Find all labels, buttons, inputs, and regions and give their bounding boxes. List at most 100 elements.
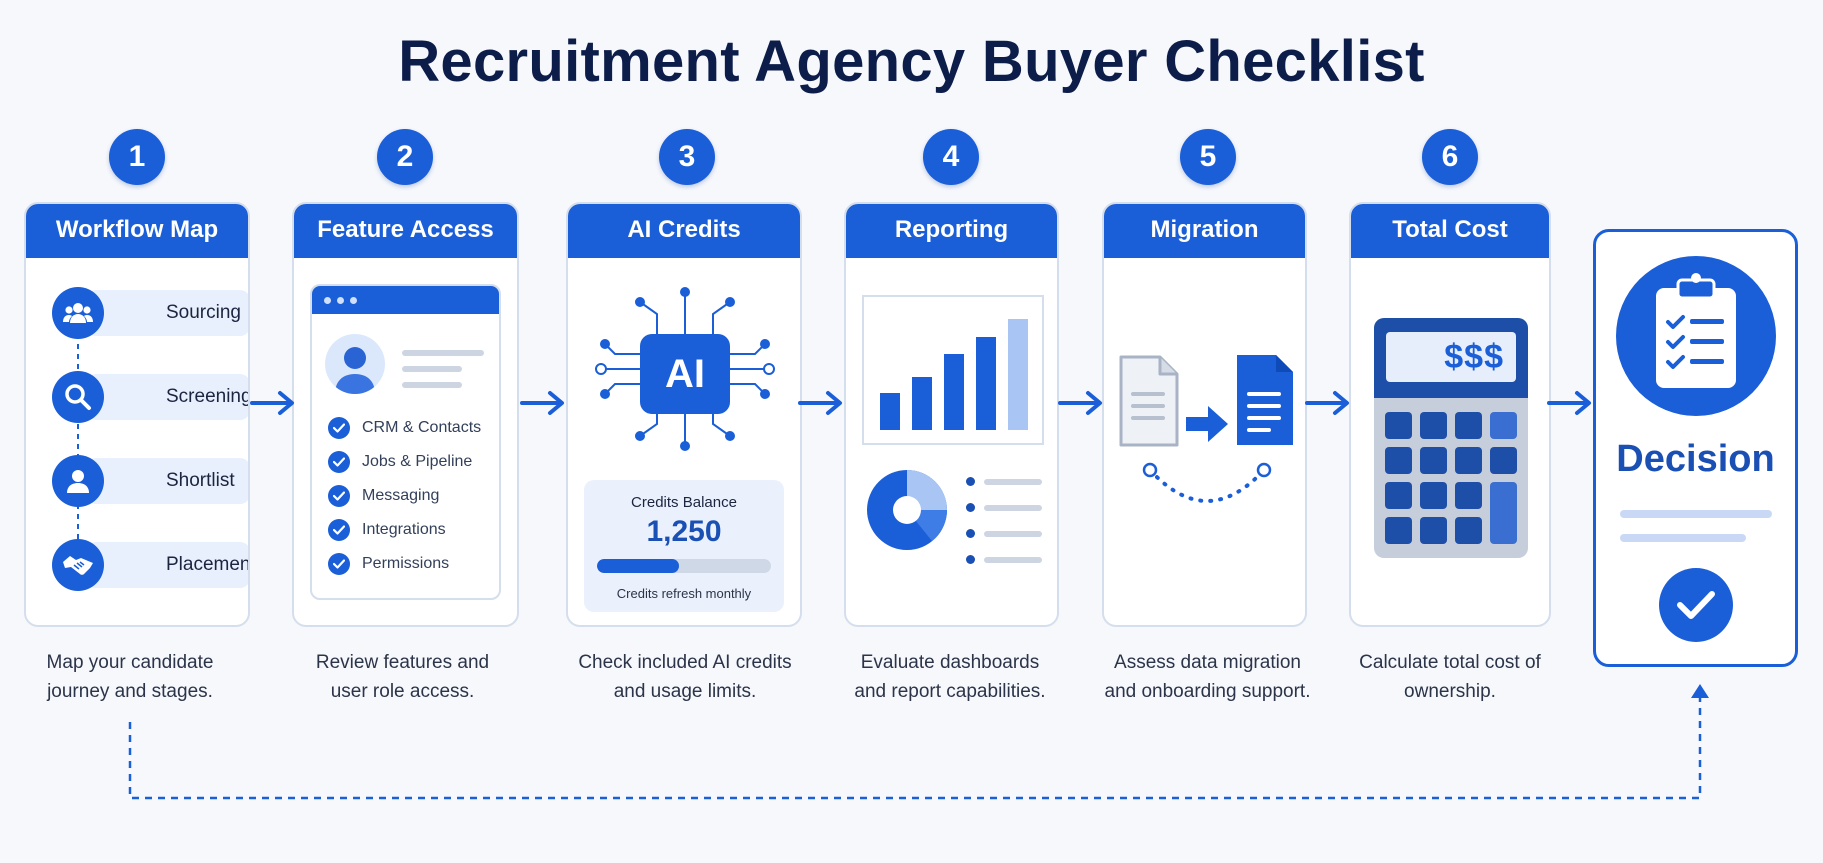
calculator-key [1385, 482, 1412, 509]
calculator-display: $$$ [1386, 332, 1516, 382]
placeholder-line [402, 350, 484, 356]
user-icon [52, 455, 104, 507]
credits-balance-panel: Credits Balance 1,250 Credits refresh mo… [584, 480, 784, 612]
calculator-key [1455, 517, 1482, 544]
check-icon [328, 451, 350, 473]
step-6-caption: Calculate total cost of ownership. [1340, 648, 1560, 706]
stage-connector [77, 314, 79, 564]
calculator-key [1385, 412, 1412, 439]
reporting-card: Reporting [844, 202, 1059, 627]
stage-label: Sourcing [166, 302, 241, 323]
arrow-right-icon [250, 391, 294, 415]
placeholder-line [1620, 534, 1746, 542]
placeholder-line [402, 382, 462, 388]
stage-label: Shortlist [166, 470, 235, 491]
arrow-right-icon [1186, 406, 1228, 442]
check-icon [1659, 568, 1733, 642]
browser-window-icon [310, 284, 501, 600]
credits-progress-track [597, 559, 771, 573]
users-icon [52, 287, 104, 339]
workflow-map-card: Workflow Map Sourcing Screening Shortlis… [24, 202, 250, 627]
caption-line: ownership. [1404, 681, 1496, 702]
caption-line: Map your candidate [46, 652, 214, 673]
caption-line: Calculate total cost of [1359, 652, 1541, 673]
total-cost-card: Total Cost $$$ [1349, 202, 1551, 627]
stage-screening: Screening [86, 374, 250, 420]
calculator-key-tall [1490, 482, 1517, 544]
check-icon [328, 417, 350, 439]
step-3-caption: Check included AI credits and usage limi… [560, 648, 810, 706]
step-4-caption: Evaluate dashboards and report capabilit… [835, 648, 1065, 706]
arrow-right-icon [520, 391, 564, 415]
decision-label: Decision [1616, 438, 1775, 480]
card-header: Workflow Map [26, 204, 248, 258]
arrow-right-icon [798, 391, 842, 415]
placeholder-line [402, 366, 462, 372]
credits-balance-value: 1,250 [646, 515, 722, 548]
sync-dots-icon [1142, 462, 1272, 503]
bar-chart-icon [862, 295, 1044, 445]
step-number-3: 3 [659, 129, 715, 185]
caption-line: Review features and [315, 652, 490, 673]
step-number-5: 5 [1180, 129, 1236, 185]
card-header: Migration [1104, 204, 1305, 258]
card-header: Reporting [846, 204, 1057, 258]
calculator-key [1385, 447, 1412, 474]
step-2-caption: Review features and user role access. [290, 648, 515, 706]
placeholder-line [1620, 510, 1772, 518]
stage-sourcing: Sourcing [86, 290, 248, 336]
arrow-right-icon [1305, 391, 1349, 415]
step-1-caption: Map your candidate journey and stages. [20, 648, 240, 706]
arrow-right-icon [1058, 391, 1102, 415]
feature-item: Jobs & Pipeline [328, 451, 472, 473]
calculator-key [1455, 412, 1482, 439]
legend-dot [966, 477, 975, 486]
calculator-key [1420, 482, 1447, 509]
calculator-key [1490, 447, 1517, 474]
document-icon [1237, 355, 1293, 445]
arrow-right-icon [1547, 391, 1591, 415]
step-number-1: 1 [109, 129, 165, 185]
check-icon [328, 553, 350, 575]
caption-line: and report capabilities. [854, 681, 1046, 702]
calculator-display-text: $$$ [1444, 337, 1504, 376]
step-number-4: 4 [923, 129, 979, 185]
ai-credits-card: AI Credits AI Credits Balance 1,250 Cred… [566, 202, 802, 627]
stage-label: Placement [166, 554, 250, 575]
document-icon [1119, 355, 1179, 447]
step-number-2: 2 [377, 129, 433, 185]
stage-shortlist: Shortlist [86, 458, 248, 504]
feature-access-card: Feature Access CRM & Contacts Jobs & Pip… [292, 202, 519, 627]
decision-card: Decision [1593, 229, 1798, 667]
feature-label: CRM & Contacts [362, 419, 482, 436]
legend-dot [966, 529, 975, 538]
legend-dot [966, 555, 975, 564]
feature-item: Integrations [328, 519, 446, 541]
card-header: Total Cost [1351, 204, 1549, 258]
feature-label: Integrations [362, 521, 446, 538]
legend-dot [966, 503, 975, 512]
ai-network-icon [595, 287, 775, 451]
ai-chip-label: AI [665, 351, 705, 396]
caption-line: journey and stages. [47, 681, 213, 702]
check-icon [328, 485, 350, 507]
clipboard-icon [1616, 256, 1776, 416]
ai-chip-icon: AI [640, 334, 730, 414]
stage-label: Screening [166, 386, 250, 407]
feature-label: Permissions [362, 555, 450, 572]
caption-line: Evaluate dashboards [860, 652, 1040, 673]
credits-refresh-note: Credits refresh monthly [616, 586, 752, 601]
pie-chart-icon [867, 470, 947, 550]
calculator-key [1420, 517, 1447, 544]
feature-item: Permissions [328, 553, 449, 575]
avatar [325, 334, 385, 394]
check-icon [328, 519, 350, 541]
caption-line: and onboarding support. [1104, 681, 1311, 702]
feature-item: Messaging [328, 485, 439, 507]
caption-line: user role access. [330, 681, 475, 702]
calculator-icon: $$$ [1374, 318, 1528, 558]
feature-label: Jobs & Pipeline [362, 453, 473, 470]
browser-titlebar [312, 286, 499, 314]
step-number-6: 6 [1422, 129, 1478, 185]
stage-placement: Placement [86, 542, 250, 588]
